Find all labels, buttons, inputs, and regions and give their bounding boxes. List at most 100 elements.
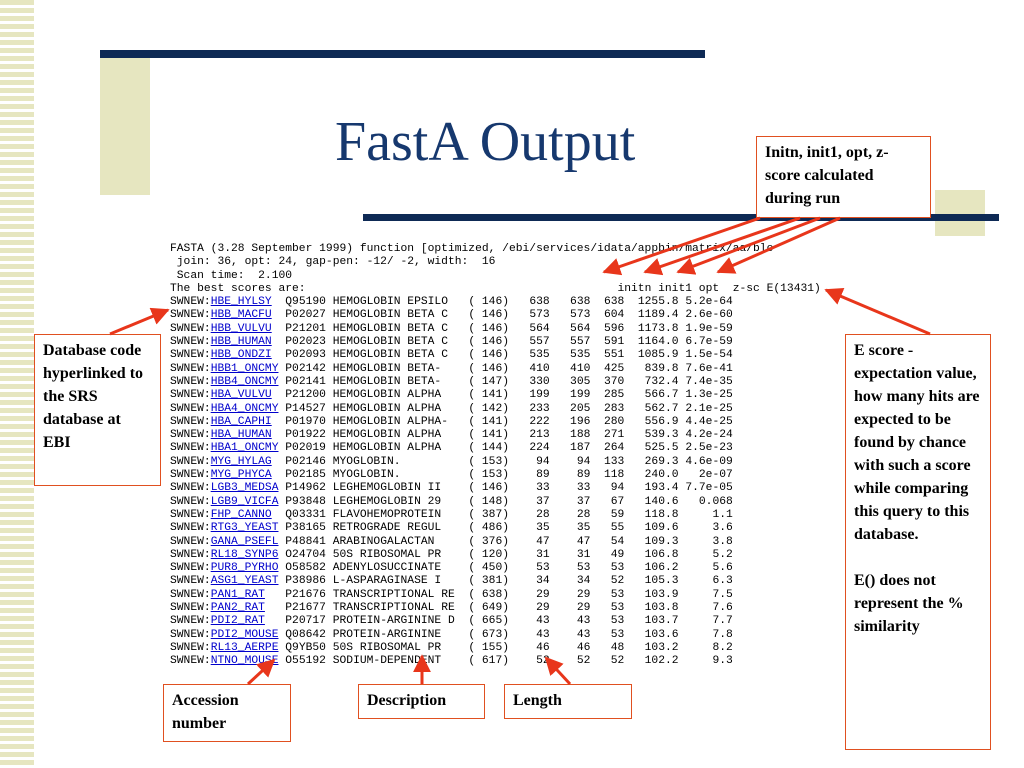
- score-initn: 535: [529, 349, 550, 362]
- database-code-link[interactable]: PDI2_RAT: [210, 615, 265, 628]
- table-row: SWNEW:HBB_VULVU P21201 HEMOGLOBIN BETA C…: [170, 322, 733, 335]
- score-initn: 330: [529, 375, 550, 388]
- score-opt: 53: [610, 615, 625, 628]
- accession-number: P21676: [285, 588, 326, 601]
- fasta-header-line: join: 36, opt: 24, gap-pen: -12/ -2, wid…: [170, 256, 496, 269]
- database-code-link[interactable]: MYG_HYLAG: [210, 455, 272, 468]
- score-opt: 53: [610, 562, 625, 575]
- score-initn: 47: [536, 535, 550, 548]
- length: 450: [481, 562, 503, 575]
- database-code-link[interactable]: PAN2_RAT: [210, 602, 265, 615]
- database-code-link[interactable]: PUR8_PYRHO: [210, 562, 279, 575]
- accession-number: P01970: [285, 415, 326, 428]
- database-code-link[interactable]: HBB_ONDZI: [210, 349, 272, 362]
- table-row: SWNEW:LGB9_VICFA P93848 LEGHEMOGLOBIN 29…: [170, 495, 733, 508]
- score-init1: 34: [576, 575, 591, 588]
- database-code-link[interactable]: HBA_CAPHI: [210, 415, 272, 428]
- score-e: 9.3: [712, 655, 733, 668]
- db-prefix: SWNEW:: [170, 508, 211, 521]
- db-prefix: SWNEW:: [170, 469, 211, 482]
- db-prefix: SWNEW:: [170, 309, 211, 322]
- database-code-link[interactable]: HBB_VULVU: [210, 322, 272, 335]
- table-row: SWNEW:HBB_MACFU P02027 HEMOGLOBIN BETA C…: [170, 309, 733, 322]
- database-code-link[interactable]: RL18_SYNP6: [210, 548, 279, 561]
- score-zsc: 525.5: [644, 442, 679, 455]
- database-code-link[interactable]: HBB_HUMAN: [210, 336, 272, 349]
- columns-header: initn init1 opt z-sc E(13431): [617, 282, 821, 295]
- score-zsc: 102.2: [644, 655, 679, 668]
- score-initn: 31: [536, 548, 550, 561]
- length: 141: [481, 415, 503, 428]
- database-code-link[interactable]: HBA_VULVU: [210, 389, 272, 402]
- database-code-link[interactable]: HBB4_ONCMY: [210, 375, 279, 388]
- score-zsc: 1173.8: [637, 322, 679, 335]
- score-zsc: 269.3: [644, 455, 679, 468]
- accession-number: O24704: [285, 548, 326, 561]
- database-code-link[interactable]: MYG_PHYCA: [210, 469, 272, 482]
- database-code-link[interactable]: HBE_HYLSY: [210, 296, 272, 309]
- database-code-link[interactable]: PAN1_RAT: [210, 588, 265, 601]
- score-initn: 213: [529, 429, 550, 442]
- score-initn: 33: [536, 482, 550, 495]
- db-prefix: SWNEW:: [170, 641, 211, 654]
- table-row: SWNEW:PUR8_PYRHO O58582 ADENYLOSUCCINATE…: [170, 562, 733, 575]
- database-code-link[interactable]: HBA4_ONCMY: [210, 402, 279, 415]
- description: MYOGLOBIN.: [332, 469, 401, 482]
- description: HEMOGLOBIN ALPHA: [332, 389, 442, 402]
- score-init1: 33: [576, 482, 591, 495]
- accession-number: O58582: [285, 562, 326, 575]
- length: 146: [481, 482, 503, 495]
- length: 146: [481, 336, 503, 349]
- database-code-link[interactable]: HBB1_ONCMY: [210, 362, 279, 375]
- database-code-link[interactable]: LGB3_MEDSA: [210, 482, 279, 495]
- table-row: SWNEW:PDI2_RAT P20717 PROTEIN-ARGININE D…: [170, 615, 733, 628]
- db-prefix: SWNEW:: [170, 375, 211, 388]
- arrow-accession: [246, 658, 276, 686]
- score-opt: 285: [603, 389, 625, 402]
- score-init1: 28: [576, 508, 591, 521]
- db-prefix: SWNEW:: [170, 296, 211, 309]
- score-zsc: 1189.4: [637, 309, 679, 322]
- table-row: SWNEW:HBA_HUMAN P01922 HEMOGLOBIN ALPHA …: [170, 429, 733, 442]
- score-zsc: 109.3: [644, 535, 679, 548]
- score-init1: 53: [576, 562, 591, 575]
- accent-block-right: [935, 190, 985, 236]
- score-e: 4.4e-25: [685, 415, 733, 428]
- database-code-link[interactable]: FHP_CANNO: [210, 508, 272, 521]
- score-e: 3.6: [712, 522, 733, 535]
- database-code-link[interactable]: LGB9_VICFA: [210, 495, 279, 508]
- accession-number: P38165: [285, 522, 326, 535]
- database-code-link[interactable]: RL13_AERPE: [210, 641, 279, 654]
- database-code-link[interactable]: GANA_PSEFL: [210, 535, 279, 548]
- score-init1: 37: [576, 495, 591, 508]
- score-e: 1.1: [712, 508, 733, 521]
- score-e: 2.1e-25: [685, 402, 733, 415]
- accession-number: P02023: [285, 336, 326, 349]
- database-code-link[interactable]: RTG3_YEAST: [210, 522, 279, 535]
- accession-number: Q9YB50: [285, 641, 326, 654]
- length: 673: [481, 628, 503, 641]
- accession-number: P01922: [285, 429, 326, 442]
- length: 486: [481, 522, 503, 535]
- table-row: SWNEW:HBB_ONDZI P02093 HEMOGLOBIN BETA C…: [170, 349, 733, 362]
- database-code-link[interactable]: PDI2_MOUSE: [210, 628, 279, 641]
- score-zsc: 106.2: [644, 562, 679, 575]
- score-e: 7.7e-05: [685, 482, 733, 495]
- score-zsc: 103.9: [644, 588, 679, 601]
- db-prefix: SWNEW:: [170, 415, 211, 428]
- accession-number: P21201: [285, 322, 326, 335]
- db-prefix: SWNEW:: [170, 322, 211, 335]
- database-code-link[interactable]: HBB_MACFU: [210, 309, 272, 322]
- length: 146: [481, 322, 503, 335]
- database-code-link[interactable]: HBA_HUMAN: [210, 429, 272, 442]
- table-row: SWNEW:RL13_AERPE Q9YB50 50S RIBOSOMAL PR…: [170, 641, 733, 654]
- database-code-link[interactable]: ASG1_YEAST: [210, 575, 279, 588]
- score-init1: 573: [570, 309, 591, 322]
- table-row: SWNEW:RL18_SYNP6 O24704 50S RIBOSOMAL PR…: [170, 548, 733, 561]
- db-prefix: SWNEW:: [170, 562, 211, 575]
- score-zsc: 566.7: [644, 389, 679, 402]
- score-opt: 54: [610, 535, 625, 548]
- score-opt: 638: [603, 296, 625, 309]
- database-code-link[interactable]: HBA1_ONCMY: [210, 442, 279, 455]
- db-prefix: SWNEW:: [170, 482, 211, 495]
